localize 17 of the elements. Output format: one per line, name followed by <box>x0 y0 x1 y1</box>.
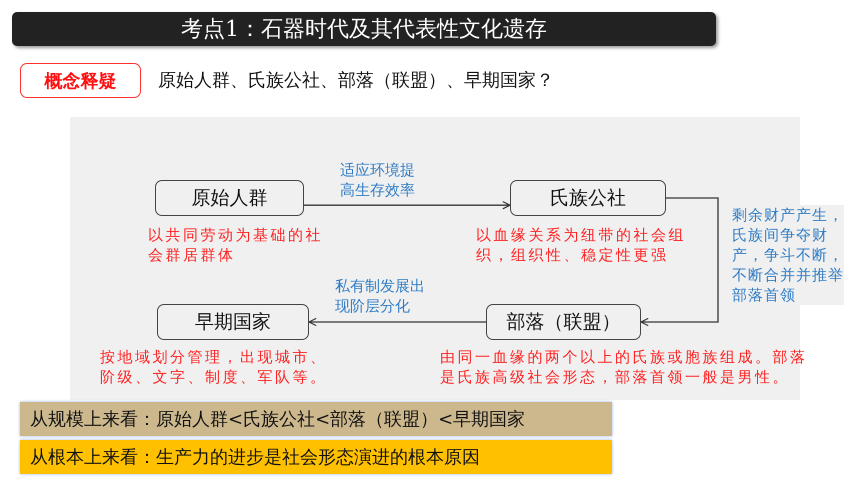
title-banner: 考点1：石器时代及其代表性文化遗存 <box>12 12 716 46</box>
stage-box: 氏族公社 <box>510 180 666 216</box>
stage-box: 部落（联盟） <box>486 304 641 340</box>
stage-box: 原始人群 <box>155 180 304 216</box>
arrow <box>304 201 511 210</box>
arrow <box>640 197 719 326</box>
question-text: 原始人群、氏族公社、部落（联盟）、早期国家？ <box>158 69 554 92</box>
description-text: 由同一血缘的两个以上的氏族或胞族组成。部落是氏族高级社会形态，部落首领一般是男性。 <box>440 347 808 387</box>
description-text: 按地域划分管理，出现城市、阶级、文字、制度、军队等。 <box>100 347 328 387</box>
description-text: 以血缘关系为纽带的社会组织，组织性、稳定性更强 <box>476 225 687 265</box>
arrow <box>308 318 486 326</box>
stage-box: 早期国家 <box>157 304 309 340</box>
description-text: 以共同劳动为基础的社会群居群体 <box>148 225 324 265</box>
summary-band: 从规模上来看：原始人群<氏族公社<部落（联盟）<早期国家 <box>20 402 612 436</box>
edge-label: 剩余财产产生，氏族间争夺财产，争斗不断，不断合并并推举部落首领 <box>732 205 844 305</box>
concept-tag: 概念释疑 <box>20 63 141 98</box>
summary-band: 从根本上来看：生产力的进步是社会形态演进的根本原因 <box>20 440 612 474</box>
